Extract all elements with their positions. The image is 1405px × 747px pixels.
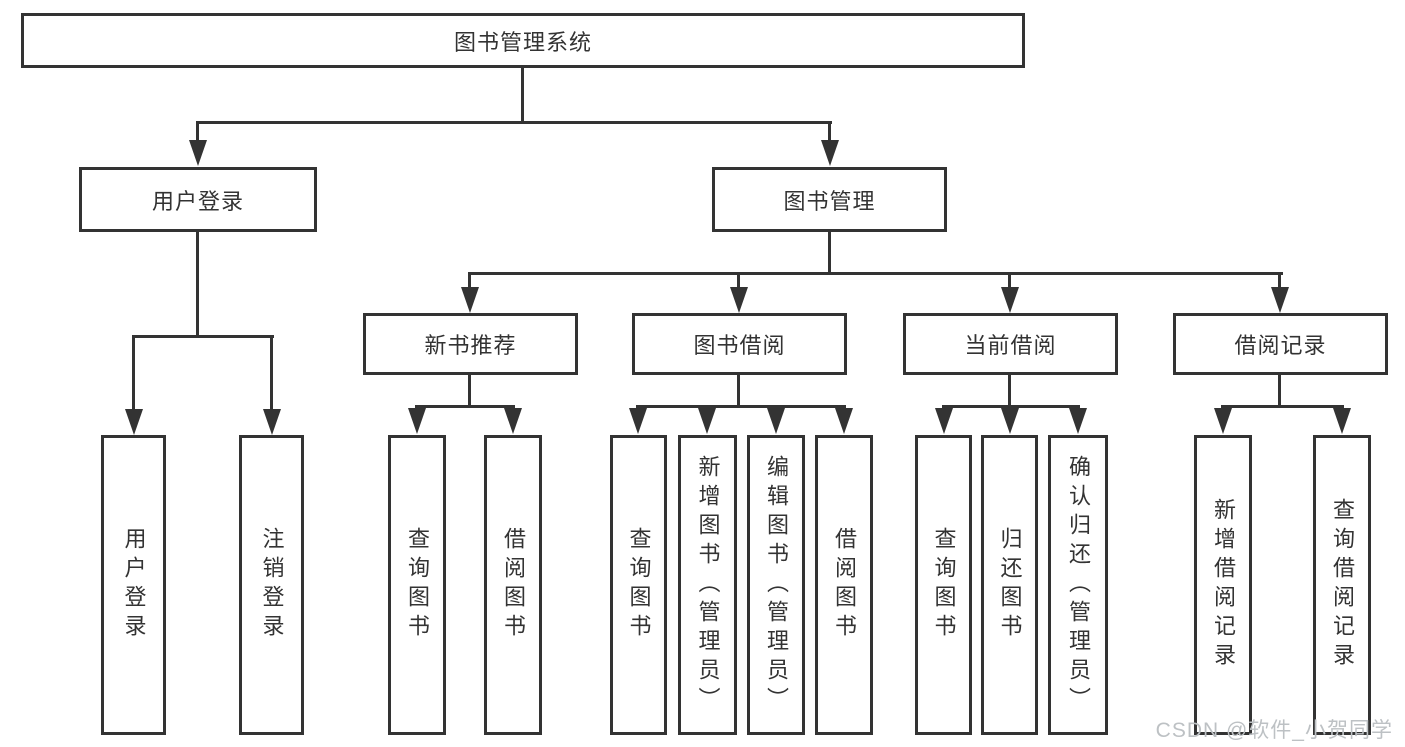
leaf-borrowing-add-books-admin: 新增图书（管理员） bbox=[678, 435, 737, 735]
leaf-records-query-record: 查询借阅记录 bbox=[1313, 435, 1371, 735]
node-label: 借阅记录 bbox=[1234, 333, 1327, 358]
node-label: 借阅图书 bbox=[501, 527, 526, 643]
arrow-down-icon bbox=[935, 408, 953, 434]
connector-drop bbox=[828, 121, 831, 144]
connector-stub bbox=[196, 232, 199, 338]
arrow-down-icon bbox=[1069, 408, 1087, 434]
connector-drop bbox=[132, 335, 135, 411]
node-label: 新书推荐 bbox=[424, 333, 517, 358]
connector-drop bbox=[737, 272, 740, 290]
connector-drop bbox=[468, 272, 471, 290]
leaf-recommend-query-books: 查询图书 bbox=[388, 435, 446, 735]
leaf-current-confirm-return-admin: 确认归还（管理员） bbox=[1048, 435, 1108, 735]
leaf-current-query-books: 查询图书 bbox=[915, 435, 972, 735]
arrow-down-icon bbox=[767, 408, 785, 434]
arrow-down-icon bbox=[263, 409, 281, 435]
node-label: 查询借阅记录 bbox=[1330, 498, 1355, 672]
node-label: 图书管理 bbox=[783, 188, 876, 214]
node-label: 图书管理系统 bbox=[453, 29, 592, 55]
arrow-down-icon bbox=[835, 408, 853, 434]
node-book-borrowing: 图书借阅 bbox=[632, 313, 847, 375]
connector-rail bbox=[415, 405, 515, 408]
leaf-records-add-record: 新增借阅记录 bbox=[1194, 435, 1252, 735]
node-new-book-recommendation: 新书推荐 bbox=[363, 313, 578, 375]
connector-root-stub bbox=[521, 68, 524, 124]
node-library-system: 图书管理系统 bbox=[21, 13, 1025, 68]
arrow-down-icon bbox=[698, 408, 716, 434]
connector-root-rail bbox=[196, 121, 832, 124]
arrow-down-icon bbox=[189, 140, 207, 166]
connector-rail bbox=[1221, 405, 1344, 408]
watermark: CSDN @软件_小贺同学 bbox=[1155, 719, 1393, 742]
node-label: 查询图书 bbox=[405, 527, 430, 643]
arrow-down-icon bbox=[1333, 408, 1351, 434]
arrow-down-icon bbox=[408, 408, 426, 434]
connector-stub bbox=[1008, 375, 1011, 408]
leaf-current-return-books: 归还图书 bbox=[981, 435, 1038, 735]
arrow-down-icon bbox=[1001, 287, 1019, 313]
connector-rail bbox=[468, 272, 1283, 275]
node-label: 新增图书（管理员） bbox=[695, 454, 721, 716]
node-user-login: 用户登录 bbox=[79, 167, 317, 232]
node-current-borrowing: 当前借阅 bbox=[903, 313, 1118, 375]
connector-rail bbox=[942, 405, 1080, 408]
arrow-down-icon bbox=[730, 287, 748, 313]
node-label: 确认归还（管理员） bbox=[1066, 454, 1091, 716]
node-label: 用户登录 bbox=[121, 527, 147, 643]
node-label: 图书借阅 bbox=[693, 333, 786, 358]
arrow-down-icon bbox=[1214, 408, 1232, 434]
connector-drop bbox=[1278, 272, 1281, 290]
node-label: 用户登录 bbox=[151, 188, 244, 214]
leaf-borrowing-query-books: 查询图书 bbox=[610, 435, 667, 735]
node-label: 借阅图书 bbox=[832, 527, 857, 643]
arrow-down-icon bbox=[821, 140, 839, 166]
node-label: 新增借阅记录 bbox=[1211, 498, 1236, 672]
node-label: 查询图书 bbox=[931, 527, 957, 643]
connector-rail bbox=[132, 335, 274, 338]
connector-stub bbox=[828, 232, 831, 275]
arrow-down-icon bbox=[1001, 408, 1019, 434]
connector-drop bbox=[270, 335, 273, 411]
node-borrowing-records: 借阅记录 bbox=[1173, 313, 1388, 375]
node-label: 编辑图书（管理员） bbox=[764, 454, 789, 716]
connector-drop bbox=[1008, 272, 1011, 290]
arrow-down-icon bbox=[504, 408, 522, 434]
node-label: 当前借阅 bbox=[964, 333, 1057, 358]
leaf-user-login: 用户登录 bbox=[101, 435, 166, 735]
connector-stub bbox=[1278, 375, 1281, 408]
connector-stub bbox=[737, 375, 740, 408]
node-label: 归还图书 bbox=[997, 527, 1023, 643]
leaf-recommend-borrow-books: 借阅图书 bbox=[484, 435, 542, 735]
leaf-borrowing-edit-books-admin: 编辑图书（管理员） bbox=[747, 435, 805, 735]
node-book-management: 图书管理 bbox=[712, 167, 947, 232]
arrow-down-icon bbox=[1271, 287, 1289, 313]
arrow-down-icon bbox=[629, 408, 647, 434]
arrow-down-icon bbox=[125, 409, 143, 435]
leaf-logout-login: 注销登录 bbox=[239, 435, 304, 735]
connector-rail bbox=[636, 405, 846, 408]
connector-drop bbox=[196, 121, 199, 144]
leaf-borrowing-borrow-books: 借阅图书 bbox=[815, 435, 873, 735]
connector-stub bbox=[468, 375, 471, 408]
node-label: 查询图书 bbox=[626, 527, 652, 643]
arrow-down-icon bbox=[461, 287, 479, 313]
node-label: 注销登录 bbox=[259, 527, 285, 643]
